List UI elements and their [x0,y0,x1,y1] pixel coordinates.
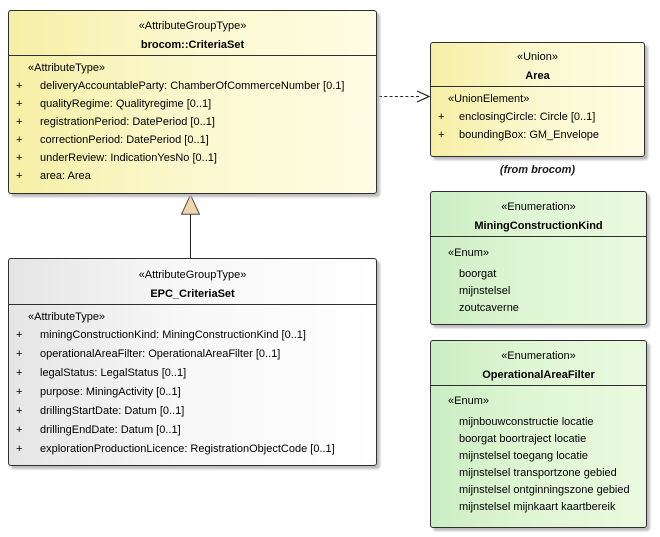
stereotype-label: «Union» [517,51,558,63]
enum-literal: zoutcaverne [459,302,519,314]
enum-literal: mijnstelsel toegang locatie [459,450,589,462]
visibility-marker: + [16,170,23,182]
stereotype-label: «AttributeGroupType» [138,269,247,281]
section-label: «Enum» [448,395,489,407]
attribute-text: legalStatus: LegalStatus [0..1] [40,367,187,379]
attribute-text: explorationProductionLicence: Registrati… [40,443,335,455]
attribute-row: + enclosingCircle: Circle [0..1] [431,108,644,126]
class-name: EPC_CriteriaSet [150,288,235,300]
section-label: «Enum» [448,247,489,259]
attribute-text: registrationPeriod: DatePeriod [0..1] [40,116,215,128]
section-label: «UnionElement» [448,93,530,105]
generalization-triangle-icon [181,194,200,215]
class-name: Area [525,70,550,82]
class-box-epc-criteriaset: «AttributeGroupType» EPC_CriteriaSet «At… [8,258,377,466]
class-header: «Enumeration» OperationalAreaFilter [431,341,646,386]
visibility-marker: + [16,367,23,379]
attribute-row: + registrationPeriod: DatePeriod [0..1] [9,113,376,131]
class-header: «Union» Area [431,43,644,87]
enum-compartment: «Enum» mijnbouwconstructie locatie boorg… [431,386,646,516]
stereotype-label: «Enumeration» [501,350,576,362]
attribute-text: enclosingCircle: Circle [0..1] [459,111,596,123]
attribute-text: deliveryAccountableParty: ChamberOfComme… [40,80,345,92]
class-box-area: «Union» Area «UnionElement» + enclosingC… [430,42,645,157]
enum-box-miningconstructionkind: «Enumeration» MiningConstructionKind «En… [430,191,647,325]
enum-literal: mijnstelsel transportzone gebied [459,467,617,479]
enum-literal: mijnbouwconstructie locatie [459,416,594,428]
attribute-compartment: «UnionElement» + enclosingCircle: Circle… [431,87,644,144]
attribute-row: + correctionPeriod: DatePeriod [0..1] [9,131,376,149]
enum-literal: boorgat boortraject locatie [459,433,587,445]
class-name: OperationalAreaFilter [482,369,595,381]
enum-literal: mijnstelsel ontginningszone gebied [459,484,630,496]
stereotype-label: «AttributeGroupType» [138,20,247,32]
section-label: «AttributeType» [28,62,106,74]
visibility-marker: + [16,134,23,146]
enum-compartment: «Enum» boorgat mijnstelsel zoutcaverne [431,237,646,317]
enum-literal: mijnstelsel [459,285,511,297]
visibility-marker: + [16,116,23,128]
attribute-row: + legalStatus: LegalStatus [0..1] [9,364,376,383]
visibility-marker: + [16,329,23,341]
class-box-brocom-criteriaset: «AttributeGroupType» brocom::CriteriaSet… [8,10,377,194]
visibility-marker: + [16,152,23,164]
attribute-row: + area: Area [9,167,376,185]
attribute-row: + explorationProductionLicence: Registra… [9,440,376,459]
attribute-compartment: «AttributeType» + deliveryAccountablePar… [9,56,376,185]
section-label: «AttributeType» [28,311,106,323]
attribute-row: + boundingBox: GM_Envelope [431,126,644,144]
dependency-dashed-line [379,96,419,97]
visibility-marker: + [438,129,445,141]
dependency-arrowhead-icon [416,90,430,103]
attribute-text: drillingStartDate: Datum [0..1] [40,405,185,417]
from-package-note: (from brocom) [499,164,576,176]
visibility-marker: + [16,424,23,436]
attribute-text: correctionPeriod: DatePeriod [0..1] [40,134,209,146]
class-header: «Enumeration» MiningConstructionKind [431,192,646,237]
visibility-marker: + [16,348,23,360]
class-name: brocom::CriteriaSet [140,39,245,51]
attribute-text: drillingEndDate: Datum [0..1] [40,424,181,436]
attribute-row: + drillingEndDate: Datum [0..1] [9,421,376,440]
enum-literal: mijnstelsel mijnkaart kaartbereik [459,501,616,513]
class-header: «AttributeGroupType» brocom::CriteriaSet [9,11,376,56]
attribute-text: area: Area [40,170,91,182]
attribute-compartment: «AttributeType» + miningConstructionKind… [9,305,376,459]
attribute-row: + underReview: IndicationYesNo [0..1] [9,149,376,167]
attribute-row: + purpose: MiningActivity [0..1] [9,383,376,402]
visibility-marker: + [16,80,23,92]
visibility-marker: + [16,405,23,417]
attribute-text: underReview: IndicationYesNo [0..1] [40,152,217,164]
visibility-marker: + [16,443,23,455]
class-header: «AttributeGroupType» EPC_CriteriaSet [9,259,376,305]
generalization-line [190,214,191,258]
attribute-row: + deliveryAccountableParty: ChamberOfCom… [9,77,376,95]
attribute-row: + qualityRegime: Qualityregime [0..1] [9,95,376,113]
attribute-text: miningConstructionKind: MiningConstructi… [40,329,306,341]
enum-box-operationalareafilter: «Enumeration» OperationalAreaFilter «Enu… [430,340,647,528]
attribute-row: + drillingStartDate: Datum [0..1] [9,402,376,421]
attribute-text: qualityRegime: Qualityregime [0..1] [40,98,212,110]
attribute-text: purpose: MiningActivity [0..1] [40,386,181,398]
visibility-marker: + [16,386,23,398]
attribute-row: + miningConstructionKind: MiningConstruc… [9,326,376,345]
visibility-marker: + [438,111,445,123]
attribute-text: boundingBox: GM_Envelope [459,129,600,141]
visibility-marker: + [16,98,23,110]
stereotype-label: «Enumeration» [501,201,576,213]
attribute-row: + operationalAreaFilter: OperationalArea… [9,345,376,364]
enum-literal: boorgat [459,268,497,280]
class-name: MiningConstructionKind [474,220,603,232]
attribute-text: operationalAreaFilter: OperationalAreaFi… [40,348,281,360]
